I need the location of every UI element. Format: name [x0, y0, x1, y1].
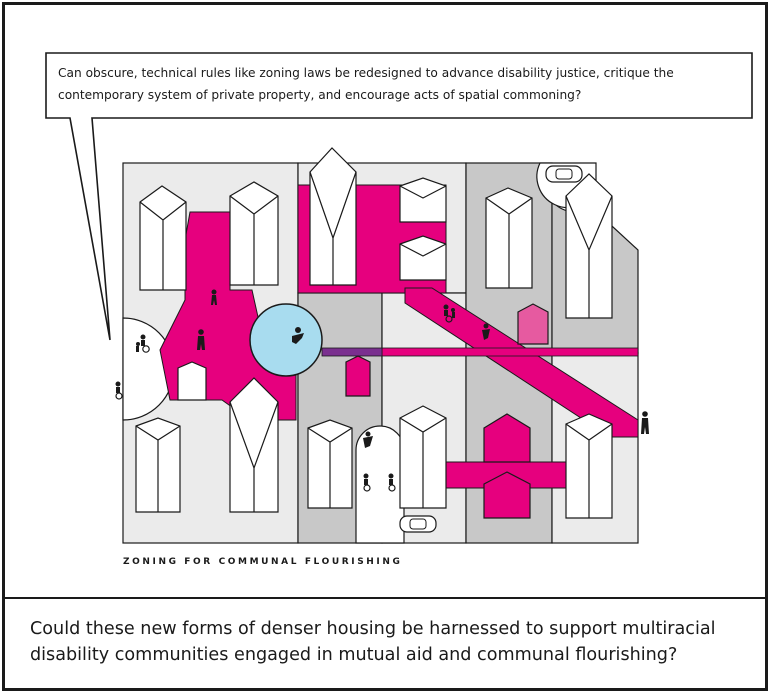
dancer-icon — [482, 323, 490, 340]
map-title: ZONING FOR COMMUNAL FLOURISHING — [123, 557, 403, 567]
horizontal-path-purple — [321, 347, 383, 357]
house — [485, 187, 533, 289]
caption-text: Could these new forms of denser housing … — [30, 619, 716, 665]
speech-bubble-text: Can obscure, technical rules like zoning… — [58, 66, 674, 102]
swimmer-icon — [292, 327, 304, 344]
walking-person-icon — [197, 329, 205, 350]
car-icon — [399, 515, 437, 533]
wheelchair-user-icon — [115, 381, 123, 400]
house — [307, 419, 353, 509]
house — [309, 147, 357, 286]
dancer-icon — [363, 431, 373, 448]
house — [139, 185, 187, 291]
house — [229, 377, 279, 513]
house — [177, 361, 207, 401]
house — [399, 177, 447, 223]
house — [565, 413, 613, 519]
caption-divider — [2, 597, 765, 599]
house — [229, 181, 279, 286]
house — [399, 235, 447, 281]
community-building — [345, 355, 371, 397]
houses — [135, 147, 613, 519]
house — [565, 173, 613, 319]
horizontal-path-magenta — [381, 347, 639, 357]
diagonal-path — [404, 287, 639, 438]
cul-de-sac-bottom — [355, 425, 405, 544]
walking-person-icon — [211, 289, 217, 305]
house — [399, 405, 447, 509]
community-building — [483, 413, 531, 463]
site-plan — [122, 162, 639, 544]
wheelchair-user-icon — [136, 334, 150, 353]
speech-bubble — [45, 52, 753, 341]
walking-person-icon — [641, 411, 649, 434]
community-building — [517, 303, 549, 345]
wheelchair-user-icon — [388, 473, 396, 492]
wheelchair-user-icon — [363, 473, 371, 492]
house — [135, 417, 181, 513]
community-buildings — [345, 303, 549, 519]
car-icon — [545, 165, 583, 183]
community-pool — [249, 303, 323, 377]
illustration — [45, 52, 753, 544]
community-building — [483, 471, 531, 519]
wheelchair-user-icon — [443, 304, 455, 323]
